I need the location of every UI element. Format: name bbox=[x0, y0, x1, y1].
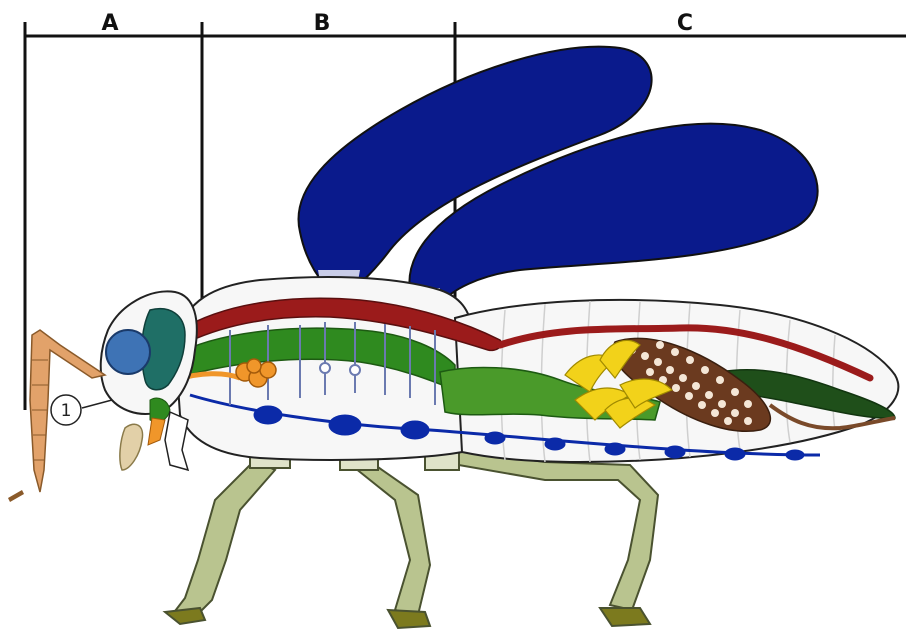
maxilla bbox=[120, 424, 143, 470]
legs bbox=[165, 448, 658, 628]
hind-leg-claw bbox=[600, 608, 650, 626]
segment-label-b: B bbox=[314, 11, 331, 36]
callout-leader-line bbox=[82, 400, 112, 408]
foreleg-claw bbox=[165, 608, 205, 624]
middle-leg bbox=[345, 458, 430, 615]
hind-leg bbox=[430, 448, 658, 610]
labium bbox=[165, 412, 188, 470]
wings bbox=[298, 47, 817, 308]
segment-label-a: A bbox=[101, 11, 118, 36]
mandible bbox=[148, 418, 165, 445]
callout-number: 1 bbox=[61, 401, 72, 421]
callout: 1 bbox=[51, 395, 112, 425]
antenna-stub bbox=[8, 490, 24, 502]
head bbox=[101, 291, 197, 470]
segment-label-c: C bbox=[677, 11, 693, 36]
compound-eye bbox=[106, 330, 150, 374]
foreleg bbox=[172, 460, 275, 615]
middle-leg-claw bbox=[388, 610, 430, 628]
